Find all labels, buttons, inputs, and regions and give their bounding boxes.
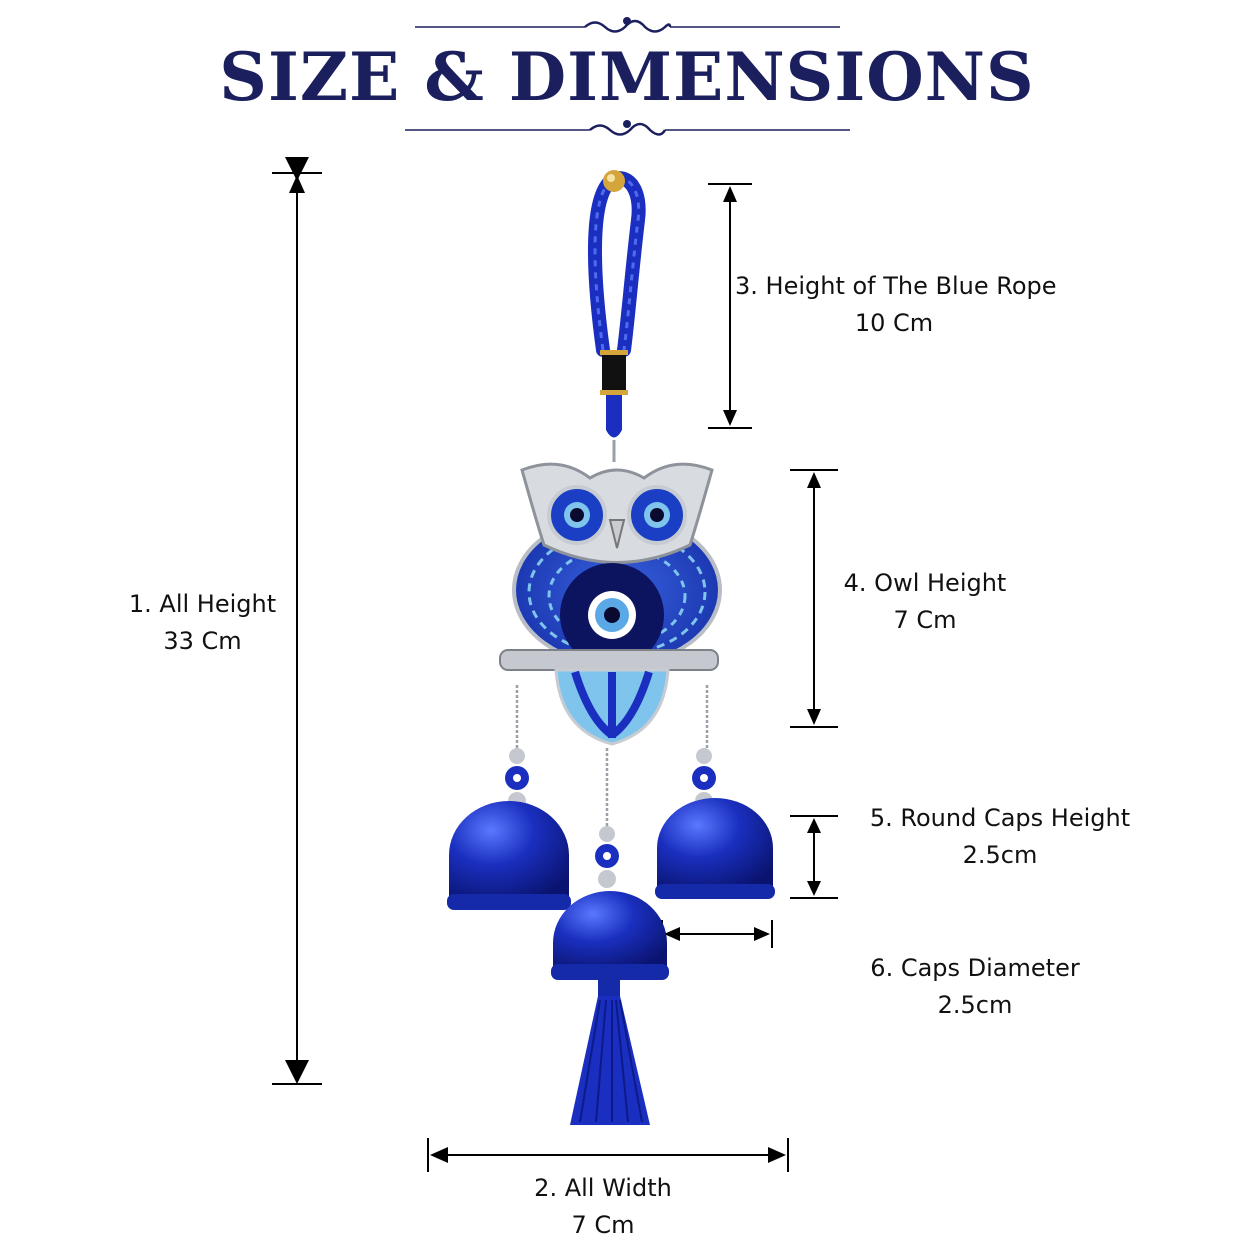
dimension-all-width-arrow <box>427 1138 789 1172</box>
label-all-width: 2. All Width 7 Cm <box>503 1170 703 1244</box>
dimension-caps-height-arrow <box>790 815 838 899</box>
label-rope-height-value: 10 Cm <box>854 309 934 337</box>
label-rope-height: 3. Height of The Blue Rope 10 Cm <box>735 268 1057 342</box>
top-ornament <box>415 17 840 33</box>
label-owl-height: 4. Owl Height 7 Cm <box>830 565 1020 639</box>
label-rope-height-name: 3. Height of The Blue Rope <box>735 272 1057 300</box>
label-all-height: 1. All Height 33 Cm <box>110 586 295 660</box>
label-owl-height-value: 7 Cm <box>893 606 957 634</box>
label-all-width-name: 2. All Width <box>534 1174 672 1202</box>
page-title: SIZE & DIMENSIONS <box>219 38 1035 116</box>
bells <box>447 798 775 980</box>
label-all-height-name: 1. All Height <box>128 590 277 618</box>
label-caps-diameter: 6. Caps Diameter 2.5cm <box>860 950 1090 1024</box>
owl-pendant <box>499 462 722 746</box>
dimension-caps-diameter-arrow <box>661 920 773 948</box>
label-caps-height: 5. Round Caps Height 2.5cm <box>860 800 1140 874</box>
blue-rope <box>587 170 646 462</box>
label-owl-height-name: 4. Owl Height <box>843 569 1007 597</box>
label-caps-diameter-name: 6. Caps Diameter <box>870 954 1080 982</box>
tassel <box>570 978 650 1125</box>
dimension-owl-height-arrow <box>790 469 838 728</box>
label-all-width-value: 7 Cm <box>571 1211 635 1239</box>
dimension-rope-height-arrow <box>708 183 752 429</box>
label-all-height-value: 33 Cm <box>163 627 242 655</box>
label-caps-height-name: 5. Round Caps Height <box>869 804 1131 832</box>
label-caps-height-value: 2.5cm <box>962 841 1038 869</box>
dimension-all-height-arrow <box>272 157 322 1085</box>
bottom-ornament <box>405 120 850 136</box>
label-caps-diameter-value: 2.5cm <box>937 991 1013 1019</box>
